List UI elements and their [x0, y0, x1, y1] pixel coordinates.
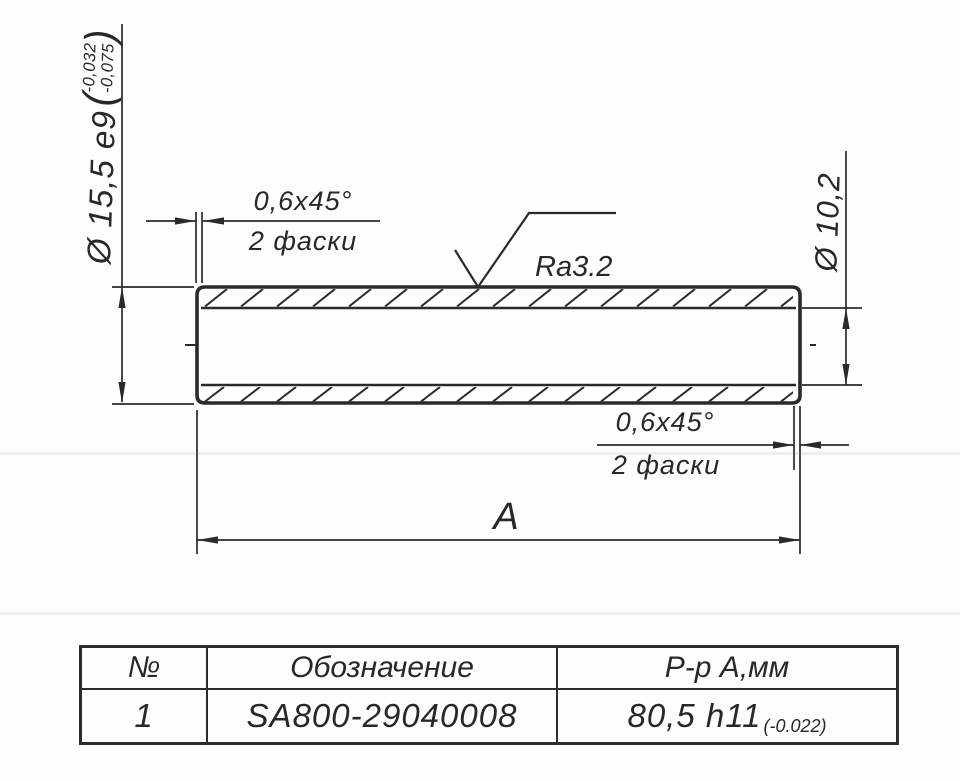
inner-diameter-label: Ø 10,2 [807, 171, 847, 273]
roughness-label: Ra3.2 [535, 250, 613, 283]
parts-table: № Обозначение Р-р А,мм 1 SA800-29040008 … [79, 645, 899, 745]
size-value: 80,5 h11 [627, 697, 762, 734]
outer-diameter-dimension [112, 24, 194, 405]
outer-diameter-tolerance: ( -0,032 -0,075 ) [75, 28, 125, 107]
chamfer-bottom-note-label: 2 фаски [611, 449, 721, 480]
arrowhead-right [175, 217, 196, 225]
arrowhead-up [842, 308, 850, 329]
tolerance-stack: -0,032 -0,075 [80, 42, 118, 94]
scan-artifact-line [0, 612, 960, 615]
chamfer-top-dimension [146, 212, 380, 283]
arrowhead-down [842, 364, 850, 385]
outer-diameter-label: Ø 15,5 e9 ( -0,032 -0,075 ) [69, 26, 135, 268]
arrowhead-right [779, 536, 800, 544]
hatch-bottom-wall [204, 387, 793, 402]
chamfer-bottom-dimension [597, 406, 849, 554]
table-cell-size: 80,5 h11 (-0.022) [558, 690, 896, 742]
chamfer-bottom-size-label: 0,6x45° [615, 406, 715, 437]
table-header-size: Р-р А,мм [558, 648, 896, 690]
table-cell-no: 1 [82, 690, 208, 742]
tolerance-open-paren: ( [75, 91, 122, 107]
arrowhead-up [118, 287, 126, 308]
arrowhead-left [203, 217, 224, 225]
inner-diameter-dimension [802, 151, 862, 386]
chamfer-top-note-label: 2 фаски [248, 225, 358, 256]
scan-artifact-line [0, 452, 960, 455]
arrowhead-left [800, 441, 821, 449]
hatch-top-wall [204, 289, 793, 307]
tolerance-close-paren: ) [77, 28, 125, 44]
length-dimension [196, 410, 800, 554]
table-cell-designation: SA800-29040008 [208, 690, 558, 742]
table-header-no: № [82, 648, 208, 690]
tube-section [195, 285, 802, 405]
roughness-symbol [454, 211, 616, 290]
outer-diameter-value: Ø 15,5 e9 [79, 109, 122, 265]
arrowhead-right [773, 441, 794, 449]
arrowhead-down [118, 382, 126, 403]
tolerance-lower: -0,075 [97, 42, 118, 94]
size-tolerance: (-0.022) [763, 715, 827, 736]
length-dimension-label: A [493, 496, 519, 538]
arrowhead-left [197, 536, 218, 544]
table-header-designation: Обозначение [208, 648, 558, 690]
chamfer-top-size-label: 0,6x45° [253, 185, 353, 216]
